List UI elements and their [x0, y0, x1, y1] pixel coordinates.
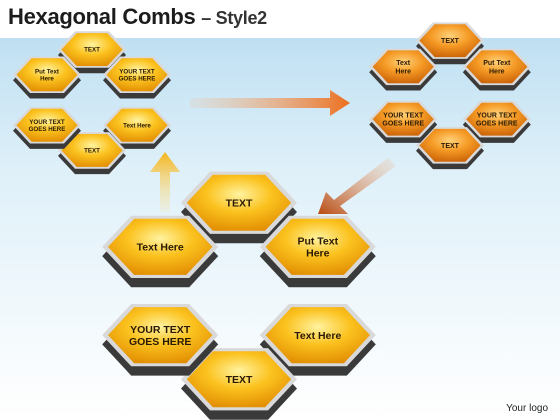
hex-face — [16, 58, 78, 92]
footer-logo-text: Your logo — [506, 403, 548, 414]
hex-label: Text Here — [137, 242, 184, 254]
hex-face — [61, 134, 123, 167]
hex-face — [186, 351, 292, 408]
hex-face — [466, 50, 528, 84]
arrow-up — [150, 152, 180, 212]
hex-face — [106, 58, 168, 92]
hex-label: TEXT — [84, 47, 100, 54]
hex-cell: TEXT — [58, 31, 126, 74]
hex-face — [419, 24, 481, 58]
hex-cell: TEXT — [416, 127, 484, 170]
hex-face — [466, 102, 528, 136]
arrow-right — [190, 90, 350, 116]
hex-cell: TEXT — [181, 348, 297, 420]
hex-label: TEXT — [226, 374, 253, 386]
arrow-diagonal-down-left — [318, 158, 396, 214]
hex-face — [372, 102, 434, 136]
page-title: Hexagonal Combs – Style2 — [8, 4, 267, 30]
hex-label: Text Here — [294, 330, 341, 342]
hex-cell: Text Here — [259, 304, 376, 376]
hex-label: Text Here — [123, 122, 151, 129]
hex-face — [419, 128, 481, 162]
hex-face — [186, 174, 292, 231]
hex-face — [16, 108, 78, 142]
hex-label: TEXT — [84, 148, 100, 155]
hex-cell: TEXT — [58, 132, 126, 175]
hex-cell: TEXT — [416, 22, 484, 65]
title-main: Hexagonal Combs — [8, 4, 196, 29]
hex-face — [61, 33, 123, 66]
hex-face — [265, 307, 370, 364]
hex-cell: Text Here — [103, 107, 171, 149]
hex-face — [265, 218, 370, 275]
hex-face — [106, 108, 168, 142]
hex-label: TEXT — [226, 197, 253, 209]
hex-cell: TEXT — [181, 171, 297, 244]
hex-face — [108, 307, 213, 364]
hex-label: TEXT — [441, 143, 460, 150]
hex-face — [372, 50, 434, 84]
hex-cell: Text Here — [102, 215, 219, 288]
hex-face — [108, 218, 213, 275]
hex-label: TEXT — [441, 38, 460, 45]
title-subtitle: – Style2 — [201, 8, 267, 28]
